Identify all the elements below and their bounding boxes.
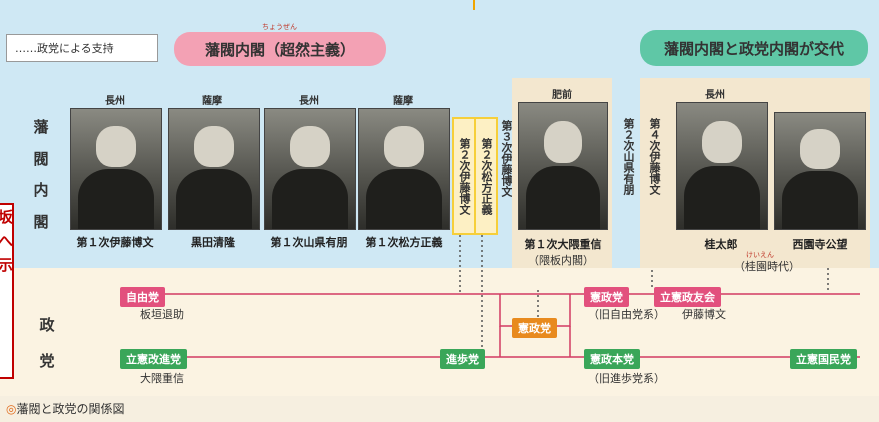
portrait-okuma [518, 102, 608, 230]
cabinet-ito-2: 第２次伊藤博文 [452, 117, 476, 235]
cabinet-name: 第１次大隈重信 [524, 238, 602, 251]
cabinet-note: （隈板内閣） [528, 254, 594, 267]
cabinet-ito-4: 第４次伊藤博文 [648, 118, 661, 195]
cabinet-yamagata-2: 第２次山県有朋 [622, 118, 635, 195]
party-kensei-honto: 憲政本党 [584, 349, 640, 369]
party-note: （旧進歩党系） [588, 372, 665, 385]
side-label-seito: 政 党 [36, 307, 58, 379]
side-label-hanbatsu: 藩 閥 内 閣 [30, 112, 52, 238]
region-label: 薩摩 [202, 96, 222, 107]
banner-left-title: 藩閥内閣（超然主義） [204, 40, 355, 59]
party-note: （旧自由党系） [588, 308, 665, 321]
party-jiyuto: 自由党 [120, 287, 165, 307]
overlay-char: 坂 [0, 208, 14, 226]
region-label: 肥前 [552, 90, 572, 101]
cabinet-name: 第１次松方正義 [365, 236, 443, 249]
cabinet-name: 黒田清隆 [191, 236, 235, 249]
side-char: 藩 [33, 118, 49, 136]
portrait-saionji [774, 112, 866, 230]
overlay-char: 示 [0, 256, 14, 274]
portrait-yamagata [264, 108, 356, 230]
keien-note: （桂園時代） [734, 260, 800, 273]
caption-bullet-icon: ◎ [6, 402, 17, 416]
party-leader: 板垣退助 [140, 308, 184, 321]
party-kaishinto: 立憲改進党 [120, 349, 187, 369]
party-kenseito: 憲政党 [512, 318, 557, 338]
side-char: 政 [39, 316, 55, 334]
keien-ruby: けいえん [746, 251, 774, 259]
portrait-kuroda [168, 108, 260, 230]
ito4-panel [640, 78, 670, 268]
cabinet-name: 第１次山県有朋 [270, 236, 348, 249]
party-seiyukai: 立憲政友会 [654, 287, 721, 307]
banner-alternating-cabinets: 藩閥内閣と政党内閣が交代 [640, 30, 868, 66]
legend-label: ……政党による支持 [15, 42, 114, 55]
cabinet-name: 第１次伊藤博文 [76, 236, 154, 249]
side-char: 閣 [33, 212, 49, 231]
party-leader: 大隈重信 [140, 372, 184, 385]
cabinet-ito-3: 第３次伊藤博文 [500, 120, 513, 197]
cabinet-name: 西園寺公望 [792, 238, 848, 251]
region-label: 長州 [705, 90, 725, 101]
portrait-matsukata [358, 108, 450, 230]
region-label: 薩摩 [393, 96, 413, 107]
party-leader: 伊藤博文 [682, 308, 726, 321]
cabinet-name: 桂太郎 [704, 238, 738, 251]
caption-text: 藩閥と政党の関係図 [16, 402, 125, 416]
cabinet-matsukata-2: 第２次松方正義 [474, 117, 498, 235]
legend: ……政党による支持 [6, 34, 158, 62]
annotation-overlay: 坂 へ 示 [0, 203, 14, 379]
region-label: 長州 [105, 96, 125, 107]
overlay-char: へ [0, 232, 14, 250]
side-char: 党 [39, 352, 55, 370]
banner-hanbatsu-cabinet: 藩閥内閣（超然主義） [174, 32, 386, 66]
portrait-katsura [676, 102, 768, 230]
figure-caption: ◎藩閥と政党の関係図 [6, 400, 125, 417]
banner-right-title: 藩閥内閣と政党内閣が交代 [663, 39, 844, 58]
party-kokuminto: 立憲国民党 [790, 349, 857, 369]
party-shimpoto: 進歩党 [440, 349, 485, 369]
banner-left-ruby: ちょうぜん [262, 23, 297, 31]
party-kenseito-old-jiyu: 憲政党 [584, 287, 629, 307]
side-char: 内 [33, 181, 49, 199]
region-label: 長州 [299, 96, 319, 107]
portrait-ito [70, 108, 162, 230]
side-char: 閥 [33, 149, 49, 168]
